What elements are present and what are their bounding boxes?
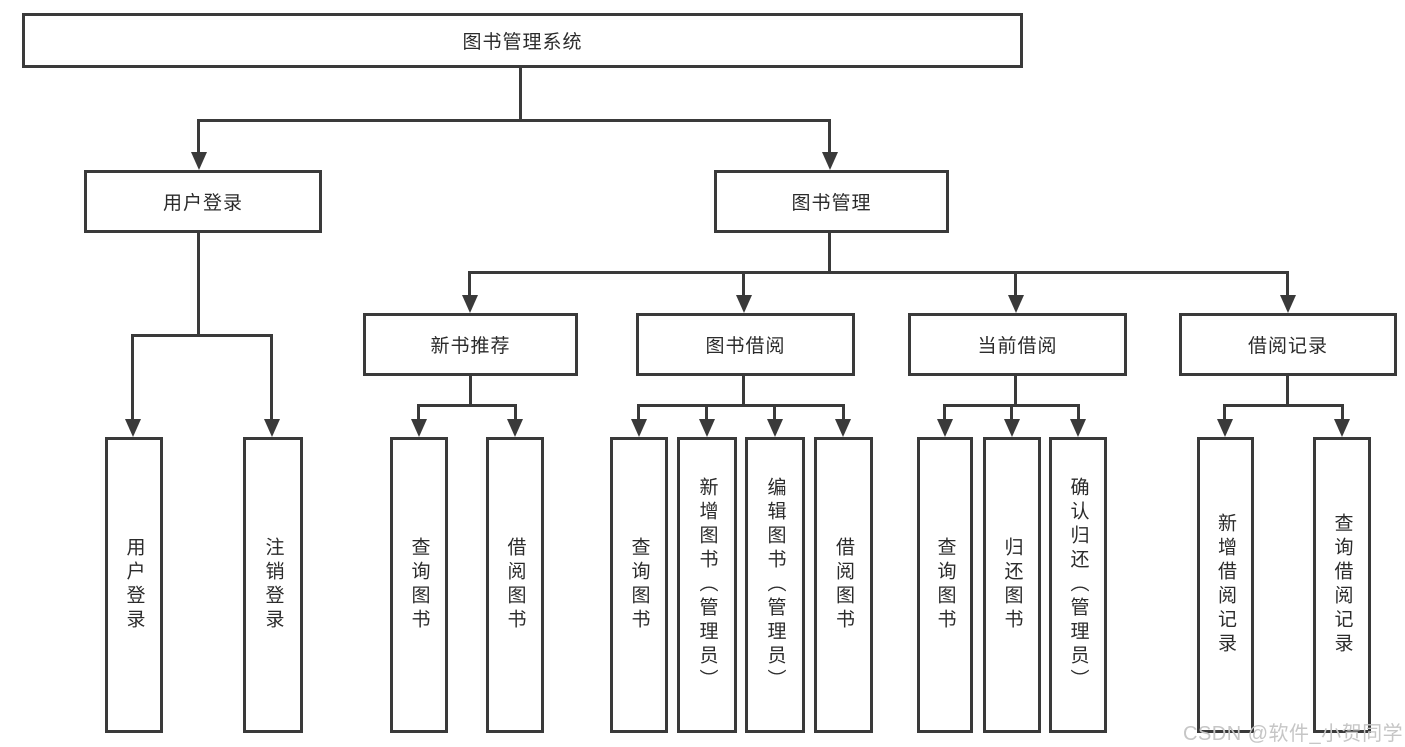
arrowhead-icon xyxy=(822,152,838,170)
connector-leaf-drop xyxy=(514,404,517,421)
connector-trunk xyxy=(1014,376,1017,406)
leaf-borrow-books: 借阅图书 xyxy=(814,437,873,733)
node-library-management-system: 图书管理系统 xyxy=(22,13,1023,68)
leaf-user-login: 用户登录 xyxy=(105,437,163,733)
connector-leaf-drop xyxy=(773,404,776,421)
connector-leaf-drop xyxy=(842,404,845,421)
node-label: 借阅记录 xyxy=(1247,336,1328,357)
leaf-label: 查询图书 xyxy=(934,537,956,633)
connector-user-login-drop xyxy=(197,119,200,154)
leaf-label: 借阅图书 xyxy=(833,537,854,633)
connector-book-mgmt-trunk xyxy=(828,233,831,274)
arrowhead-icon xyxy=(937,419,953,437)
node-new-book-recommendation: 新书推荐 xyxy=(363,313,578,376)
leaf-add-borrow-record: 新增借阅记录 xyxy=(1197,437,1254,733)
node-label: 用户登录 xyxy=(162,193,243,214)
arrowhead-icon xyxy=(1334,419,1350,437)
connector-leaf-drop xyxy=(1341,404,1344,421)
connector-trunk xyxy=(469,376,472,406)
connector-level2-bar xyxy=(197,119,831,122)
node-label: 图书借阅 xyxy=(705,336,786,357)
leaf-query-books: 查询图书 xyxy=(917,437,973,733)
leaf-label: 编辑图书（管理员） xyxy=(764,477,786,693)
leaf-label: 查询图书 xyxy=(408,537,430,633)
connector-leaf-drop xyxy=(131,334,134,421)
leaf-label: 用户登录 xyxy=(123,537,145,633)
node-label: 当前借阅 xyxy=(977,336,1058,357)
connector-level3-drop xyxy=(742,271,745,297)
connector-book-mgmt-drop xyxy=(828,119,831,154)
arrowhead-icon xyxy=(699,419,715,437)
leaf-label: 借阅图书 xyxy=(504,537,526,633)
connector-trunk xyxy=(742,376,745,406)
connector-level3-drop xyxy=(1286,271,1289,297)
arrowhead-icon xyxy=(631,419,647,437)
connector-root-trunk xyxy=(519,68,522,121)
leaf-edit-books-admin: 编辑图书（管理员） xyxy=(745,437,805,733)
connector-leaf-drop xyxy=(1010,404,1013,421)
connector-bar xyxy=(1223,404,1344,407)
leaf-confirm-return-admin: 确认归还（管理员） xyxy=(1049,437,1107,733)
leaf-label: 查询借阅记录 xyxy=(1331,513,1353,657)
leaf-label: 确认归还（管理员） xyxy=(1067,477,1089,693)
connector-level3-drop xyxy=(1014,271,1017,297)
arrowhead-icon xyxy=(767,419,783,437)
connector-user-login-bar xyxy=(131,334,273,337)
node-label: 图书管理 xyxy=(791,193,872,214)
leaf-logout: 注销登录 xyxy=(243,437,303,733)
connector-leaf-drop xyxy=(1223,404,1226,421)
arrowhead-icon xyxy=(264,419,280,437)
node-current-borrowing: 当前借阅 xyxy=(908,313,1127,376)
connector-leaf-drop xyxy=(1077,404,1080,421)
leaf-label: 新增图书（管理员） xyxy=(696,477,718,693)
node-label: 新书推荐 xyxy=(430,336,511,357)
leaf-label: 查询图书 xyxy=(628,537,650,633)
connector-level3-bar xyxy=(468,271,1289,274)
arrowhead-icon xyxy=(1217,419,1233,437)
arrowhead-icon xyxy=(1280,295,1296,313)
node-borrowing-records: 借阅记录 xyxy=(1179,313,1397,376)
node-book-borrowing: 图书借阅 xyxy=(636,313,855,376)
connector-user-login-trunk xyxy=(197,233,200,337)
connector-level3-drop xyxy=(468,271,471,297)
leaf-label: 注销登录 xyxy=(262,537,284,633)
node-book-management: 图书管理 xyxy=(714,170,949,233)
arrowhead-icon xyxy=(507,419,523,437)
csdn-watermark: CSDN @软件_小贺同学 xyxy=(1183,723,1404,745)
arrowhead-icon xyxy=(125,419,141,437)
connector-leaf-drop xyxy=(270,334,273,421)
arrowhead-icon xyxy=(1004,419,1020,437)
node-user-login: 用户登录 xyxy=(84,170,322,233)
leaf-add-books-admin: 新增图书（管理员） xyxy=(677,437,737,733)
connector-leaf-drop xyxy=(705,404,708,421)
connector-leaf-drop xyxy=(417,404,420,421)
leaf-label: 新增借阅记录 xyxy=(1215,513,1236,657)
connector-leaf-drop xyxy=(637,404,640,421)
arrowhead-icon xyxy=(1008,295,1024,313)
connector-trunk xyxy=(1286,376,1289,406)
leaf-query-books: 查询图书 xyxy=(610,437,668,733)
arrowhead-icon xyxy=(1070,419,1086,437)
connector-bar xyxy=(637,404,845,407)
arrowhead-icon xyxy=(191,152,207,170)
leaf-label: 归还图书 xyxy=(1001,537,1023,633)
arrowhead-icon xyxy=(411,419,427,437)
connector-leaf-drop xyxy=(943,404,946,421)
arrowhead-icon xyxy=(736,295,752,313)
node-label: 图书管理系统 xyxy=(462,32,583,53)
leaf-borrow-books: 借阅图书 xyxy=(486,437,544,733)
connector-bar xyxy=(417,404,517,407)
leaf-return-books: 归还图书 xyxy=(983,437,1041,733)
arrowhead-icon xyxy=(462,295,478,313)
leaf-query-borrow-record: 查询借阅记录 xyxy=(1313,437,1371,733)
arrowhead-icon xyxy=(835,419,851,437)
leaf-query-books: 查询图书 xyxy=(390,437,448,733)
